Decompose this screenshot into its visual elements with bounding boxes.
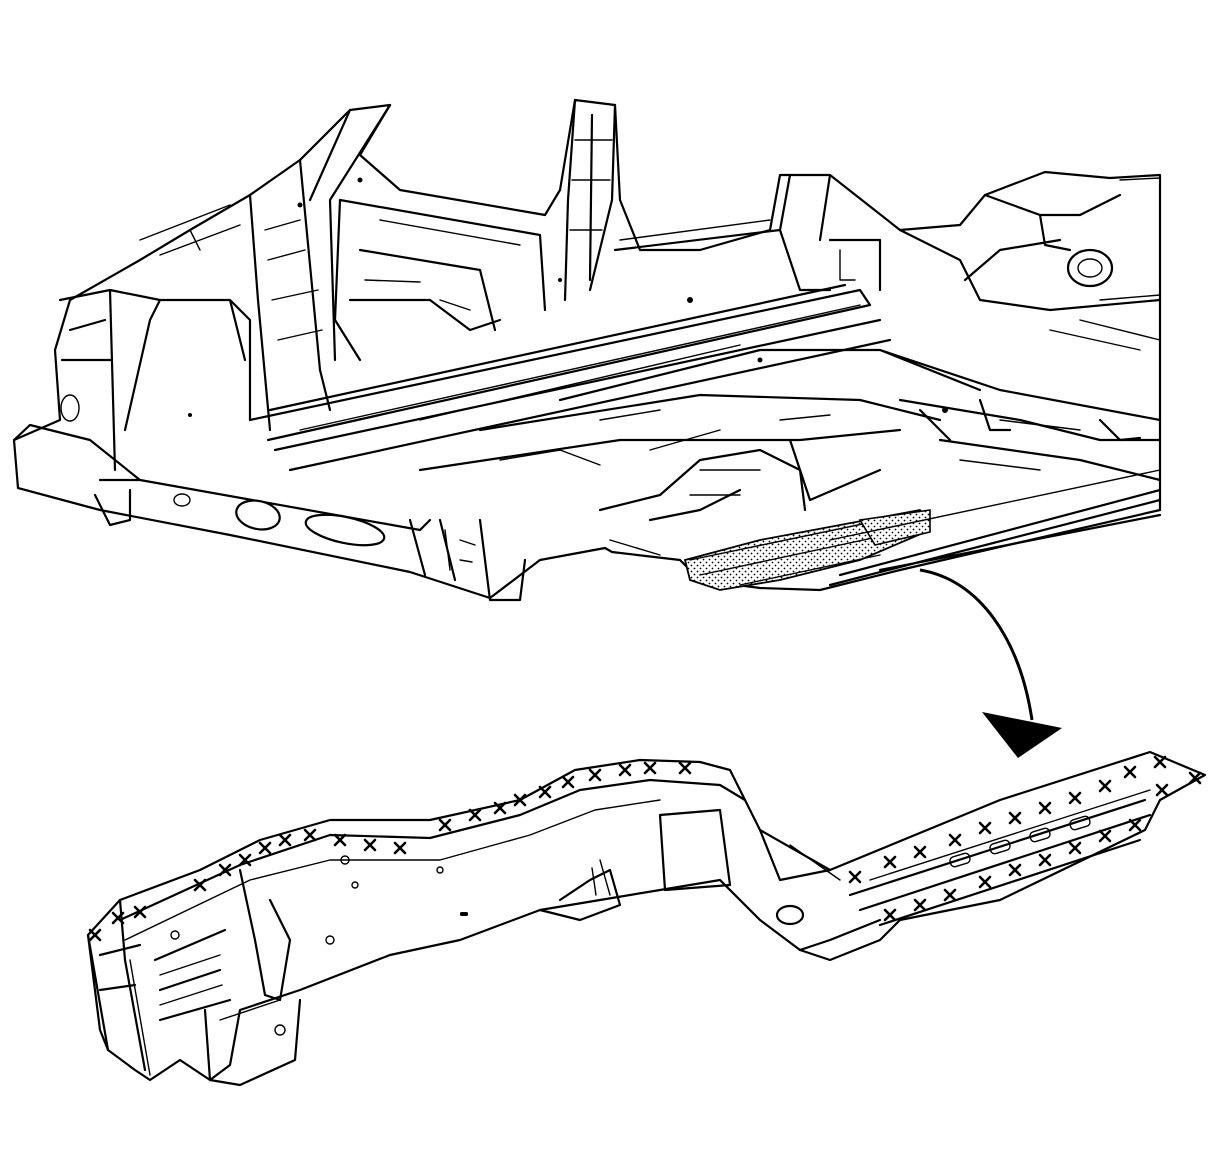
weld-x-icon xyxy=(1008,811,1022,825)
weld-x-icon xyxy=(278,833,292,847)
weld-x-icon xyxy=(1068,791,1082,805)
weld-x-icon xyxy=(678,761,692,775)
weld-x-icon xyxy=(1038,853,1052,867)
rocker-sill xyxy=(248,283,892,472)
weld-x-icon xyxy=(468,808,482,822)
weld-x-icon xyxy=(513,793,527,807)
rail-holes xyxy=(170,855,468,1036)
vehicle-underbody xyxy=(12,98,1162,602)
spring-tower-icon xyxy=(1066,248,1114,288)
weld-x-icon xyxy=(238,853,252,867)
weld-x-icon xyxy=(333,833,347,847)
weld-x-icon xyxy=(303,828,317,842)
rail-front-end xyxy=(86,898,232,1072)
weld-x-icon xyxy=(643,761,657,775)
weld-x-icon xyxy=(913,898,927,912)
weld-x-icon xyxy=(883,855,897,869)
weld-x-icon xyxy=(133,905,147,919)
b-pillar xyxy=(563,98,617,302)
weld-x-icon xyxy=(218,863,232,877)
weld-x-icon xyxy=(193,878,207,892)
rail-outline xyxy=(86,750,1207,1082)
weld-x-icon xyxy=(1188,771,1202,785)
weld-x-icon xyxy=(561,775,575,789)
rail-rear-section xyxy=(758,798,1152,952)
rear-door-frame xyxy=(613,173,882,292)
weld-x-icon xyxy=(493,801,507,815)
highlighted-rail-section xyxy=(683,508,932,591)
weld-x-icon xyxy=(538,785,552,799)
weld-x-icon xyxy=(438,818,452,832)
rear-quarter xyxy=(898,193,1162,312)
dash-panel xyxy=(333,198,547,362)
weld-x-icon xyxy=(883,908,897,922)
weld-x-icon xyxy=(1068,841,1082,855)
weld-x-icon xyxy=(588,768,602,782)
weld-x-icon xyxy=(943,888,957,902)
weld-x-icon xyxy=(913,845,927,859)
front-crossmember xyxy=(12,423,432,532)
weld-x-icon xyxy=(1123,765,1137,779)
front-apron xyxy=(58,288,252,472)
weld-x-icon xyxy=(948,833,962,847)
weld-x-icon xyxy=(1155,783,1169,797)
weld-markers xyxy=(88,755,1202,942)
weld-x-icon xyxy=(111,911,125,925)
weld-x-icon xyxy=(1008,863,1022,877)
floor-pan xyxy=(418,348,1162,482)
weld-x-icon xyxy=(618,763,632,777)
weld-x-icon xyxy=(363,838,377,852)
rail-slots xyxy=(949,815,1091,868)
rail-kickup xyxy=(538,808,732,922)
weld-x-icon xyxy=(1128,818,1142,832)
body-holes xyxy=(188,177,948,417)
weld-x-icon xyxy=(393,841,407,855)
weld-x-icon xyxy=(1038,801,1052,815)
tunnel-panel xyxy=(598,438,882,522)
removed-frame-rail xyxy=(86,750,1207,1087)
weld-x-icon xyxy=(1098,829,1112,843)
crossmember-holes xyxy=(173,493,386,547)
weld-x-icon xyxy=(1098,779,1112,793)
weld-x-icon xyxy=(978,821,992,835)
a-pillar xyxy=(248,103,392,432)
rail-bracket xyxy=(238,868,292,1002)
weld-x-icon xyxy=(848,870,862,884)
weld-x-icon xyxy=(258,841,272,855)
weld-x-icon xyxy=(88,928,102,942)
weld-x-icon xyxy=(1153,755,1167,769)
weld-x-icon xyxy=(978,875,992,889)
curved-arrow-icon xyxy=(919,568,1062,758)
